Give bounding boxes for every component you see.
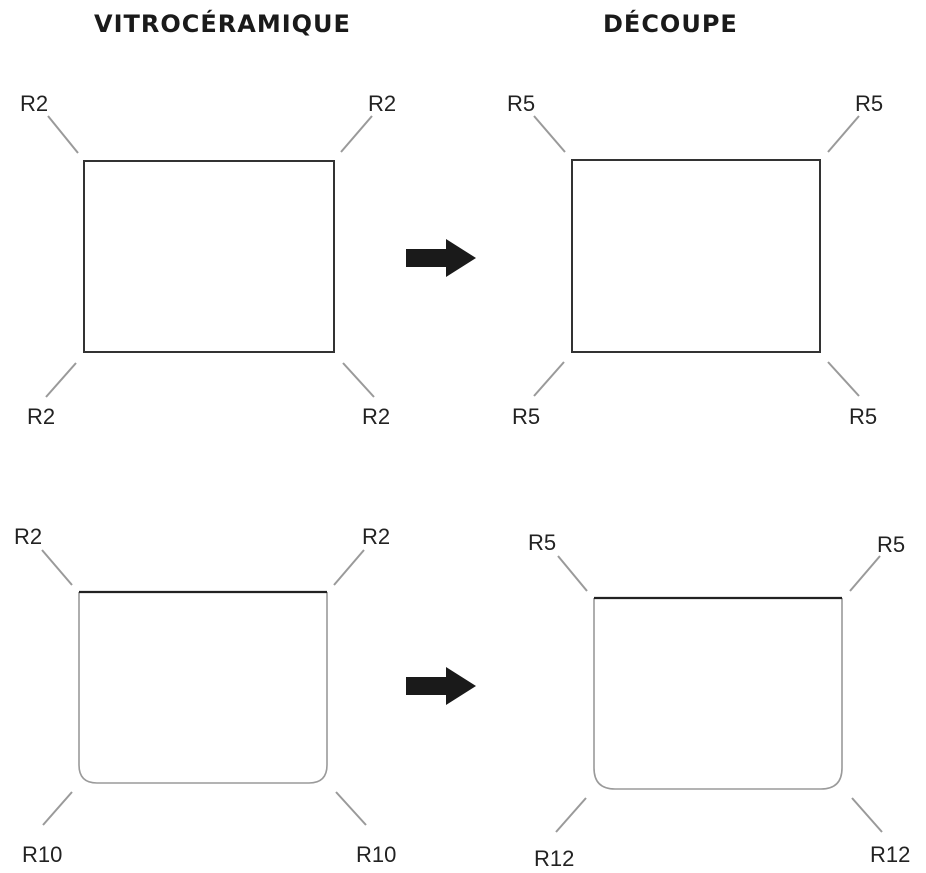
leader-line bbox=[333, 549, 365, 586]
corner-label-top-left: R5 bbox=[528, 530, 556, 555]
corner-label-bottom-right: R12 bbox=[870, 842, 910, 867]
leader-line bbox=[849, 555, 881, 592]
leader-line bbox=[340, 115, 373, 153]
leader-line bbox=[533, 115, 566, 153]
corner-label-bottom-left: R5 bbox=[512, 404, 540, 429]
corner-label-top-right: R5 bbox=[855, 91, 883, 116]
corner-label-bottom-left: R12 bbox=[534, 846, 574, 871]
heading-vitroceramique: VITROCÉRAMIQUE bbox=[94, 10, 351, 38]
diagram-top-right: R5 R5 R5 R5 bbox=[507, 91, 883, 429]
heading-decoupe: DÉCOUPE bbox=[603, 10, 738, 38]
corner-label-top-left: R2 bbox=[20, 91, 48, 116]
rounded-shape bbox=[593, 598, 843, 790]
leader-line bbox=[45, 362, 77, 398]
corner-label-bottom-right: R5 bbox=[849, 404, 877, 429]
corner-label-bottom-left: R2 bbox=[27, 404, 55, 429]
leader-line bbox=[555, 797, 587, 833]
corner-label-bottom-right: R10 bbox=[356, 842, 396, 867]
diagram-bottom-left: R2 R2 R10 R10 bbox=[14, 524, 396, 867]
corner-label-top-left: R5 bbox=[507, 91, 535, 116]
corner-label-top-left: R2 bbox=[14, 524, 42, 549]
leader-line bbox=[851, 797, 883, 833]
arrow-right-icon bbox=[406, 667, 476, 705]
leader-line bbox=[533, 361, 565, 397]
diagram-top-left: R2 R2 R2 R2 bbox=[20, 91, 396, 429]
leader-line bbox=[42, 791, 73, 826]
leader-line bbox=[342, 362, 375, 398]
leader-line bbox=[827, 361, 860, 397]
rectangle-shape bbox=[83, 160, 335, 353]
leader-line bbox=[41, 549, 73, 586]
corner-label-bottom-left: R10 bbox=[22, 842, 62, 867]
diagram-bottom-right: R5 R5 R12 R12 bbox=[528, 530, 910, 871]
corner-label-top-right: R5 bbox=[877, 532, 905, 557]
corner-label-top-right: R2 bbox=[368, 91, 396, 116]
corner-label-bottom-right: R2 bbox=[362, 404, 390, 429]
corner-label-top-right: R2 bbox=[362, 524, 390, 549]
leader-line bbox=[47, 115, 79, 154]
leader-line bbox=[827, 115, 860, 153]
leader-line bbox=[335, 791, 367, 826]
leader-line bbox=[557, 555, 588, 592]
arrow-right-icon bbox=[406, 239, 476, 277]
rectangle-shape bbox=[571, 159, 821, 353]
rounded-shape bbox=[78, 592, 328, 784]
